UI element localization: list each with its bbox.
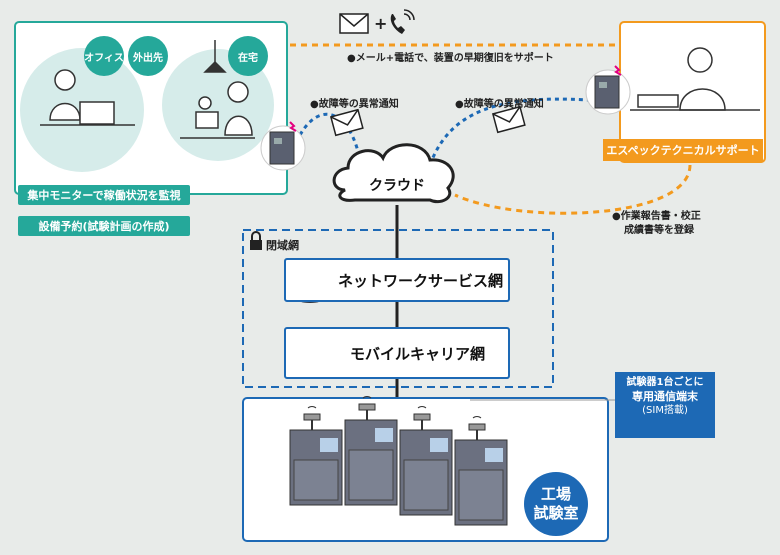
factory-line2: 試験室 bbox=[533, 504, 579, 522]
mail-phone-note: ●メール+電話で、装置の早期復旧をサポート bbox=[347, 53, 554, 64]
cloud-label: クラウド bbox=[369, 178, 425, 194]
alert-note-left: ●故障等の異常通知 bbox=[310, 99, 399, 110]
terminal-note-line2: 専用通信端末 bbox=[632, 390, 698, 403]
home-worker-illustration bbox=[180, 40, 255, 139]
factory-badge: 工場 試験室 bbox=[524, 472, 588, 536]
mail-icon bbox=[339, 13, 369, 34]
support-device-illustration bbox=[585, 65, 631, 115]
closed-network-label: 閉域網 bbox=[266, 239, 299, 252]
cloud-shape bbox=[332, 143, 455, 204]
report-note-line2: 成績書等を登録 bbox=[624, 225, 694, 236]
office-worker-illustration bbox=[40, 69, 135, 126]
plus-sign: + bbox=[374, 14, 388, 33]
phone-icon bbox=[390, 9, 415, 34]
network-service-box: ネットワークサービス網 bbox=[284, 258, 510, 302]
mobile-carrier-box: モバイルキャリア網 bbox=[284, 327, 510, 379]
report-note-line1: ●作業報告書・校正 bbox=[612, 211, 701, 222]
support-label: エスペックテクニカルサポート bbox=[603, 139, 763, 161]
mail-icon bbox=[329, 108, 364, 137]
office-device-illustration bbox=[260, 121, 306, 171]
monitor-caption: 集中モニターで稼働状況を監視 bbox=[18, 185, 190, 205]
test-chambers-illustration bbox=[289, 396, 508, 526]
outing-label: 外出先 bbox=[128, 36, 168, 76]
factory-line1: 工場 bbox=[540, 485, 571, 503]
mail-icon bbox=[491, 105, 526, 134]
office-label: オフィス bbox=[84, 36, 124, 76]
lock-icon bbox=[250, 231, 262, 250]
terminal-note-line1: 試験器1台ごとに bbox=[626, 377, 704, 388]
terminal-note-line3: (SIM搭載) bbox=[642, 405, 688, 416]
support-operator-illustration bbox=[630, 47, 760, 111]
home-label: 在宅 bbox=[228, 36, 268, 76]
alert-note-right: ●故障等の異常通知 bbox=[455, 99, 544, 110]
mobile-carrier-label: モバイルキャリア網 bbox=[350, 344, 486, 363]
network-service-label: ネットワークサービス網 bbox=[338, 271, 504, 290]
reservation-caption: 設備予約(試験計画の作成) bbox=[18, 216, 190, 236]
terminal-note: 試験器1台ごとに 専用通信端末 (SIM搭載) bbox=[615, 372, 715, 438]
